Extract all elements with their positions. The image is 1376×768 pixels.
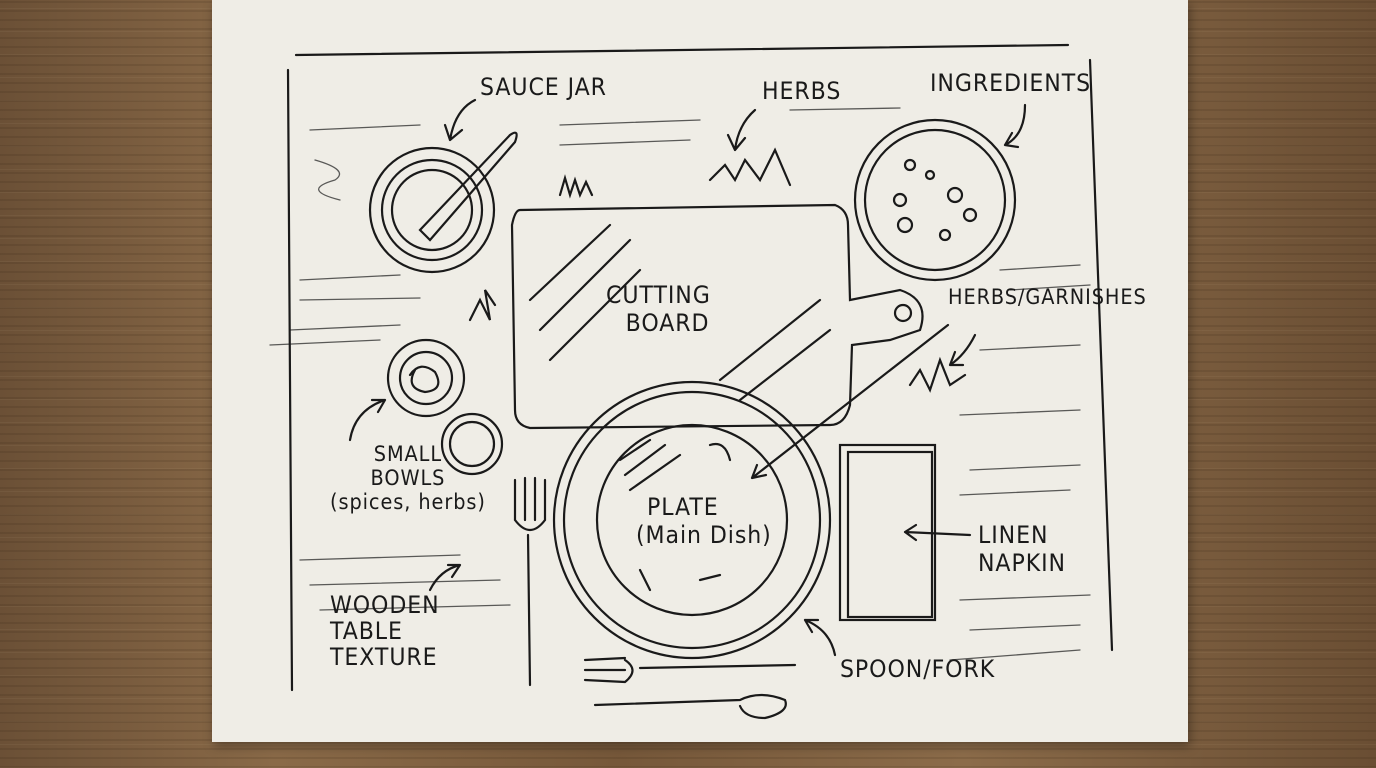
ingredients-bowl xyxy=(853,118,1017,282)
label-cutting-board-line2: BOARD xyxy=(625,308,710,337)
label-herbs-garnishes: HERBS/GARNISHES xyxy=(948,285,1147,309)
frame-border xyxy=(286,43,1114,692)
cutting-board xyxy=(510,203,924,430)
spoon-and-fork-bottom xyxy=(583,656,797,720)
herb-sprigs xyxy=(468,147,967,393)
label-small-bowls-line1: SMALL xyxy=(373,442,443,466)
label-linen-napkin-line2: NAPKIN xyxy=(978,548,1066,577)
label-small-bowls-line3: (spices, herbs) xyxy=(330,490,486,515)
annotation-arrows xyxy=(348,98,1027,657)
label-sauce-jar: SAUCE JAR xyxy=(480,73,607,101)
label-plate: PLATE (Main Dish) xyxy=(636,493,772,549)
spoon-in-jar xyxy=(418,131,518,242)
label-plate-line2: (Main Dish) xyxy=(636,520,772,549)
label-wooden-table-texture-line3: TEXTURE xyxy=(330,642,438,671)
label-linen-napkin-line1: LINEN xyxy=(978,521,1049,549)
label-cutting-board: CUTTING BOARD xyxy=(606,281,711,337)
label-linen-napkin: LINEN NAPKIN xyxy=(978,521,1066,577)
label-wooden-table-texture-line1: WOODEN xyxy=(330,591,440,619)
label-small-bowls-line2: BOWLS xyxy=(370,466,446,491)
sauce-jar xyxy=(368,131,518,274)
fork-left xyxy=(513,476,547,687)
plate xyxy=(552,380,832,660)
label-ingredients: INGREDIENTS xyxy=(930,69,1092,97)
label-small-bowls: SMALL BOWLS (spices, herbs) xyxy=(330,442,486,514)
wood-texture-strokes xyxy=(269,107,1091,661)
label-spoon-fork: SPOON/FORK xyxy=(840,655,996,683)
label-wooden-table-texture-line2: TABLE xyxy=(330,616,403,645)
sketch-paper xyxy=(212,0,1188,742)
label-plate-line1: PLATE xyxy=(647,493,719,521)
label-wooden-table-texture: WOODEN TABLE TEXTURE xyxy=(330,591,440,671)
label-herbs: HERBS xyxy=(762,77,842,105)
label-cutting-board-line1: CUTTING xyxy=(606,281,711,309)
small-bowls xyxy=(386,338,504,476)
